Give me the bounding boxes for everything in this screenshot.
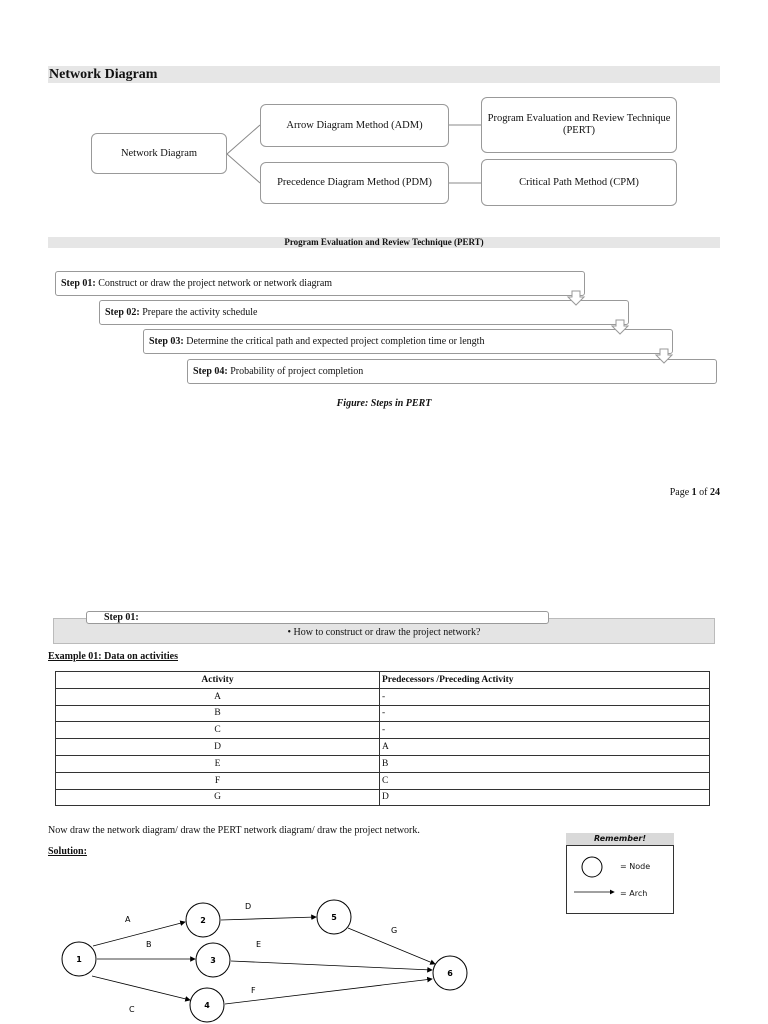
- node-label: 4: [204, 1001, 210, 1010]
- step-03: Step 03: Determine the critical path and…: [143, 329, 673, 354]
- step-01-label: Step 01:: [61, 278, 96, 289]
- edge-f: [224, 976, 433, 1005]
- pert-section-title: Program Evaluation and Review Technique …: [48, 237, 720, 248]
- step-04: Step 04: Probability of project completi…: [187, 359, 717, 384]
- activity-cell: A: [55, 687, 380, 706]
- step-01-text: Construct or draw the project network or…: [95, 278, 333, 289]
- node-6: [432, 955, 468, 991]
- header-predecessors: Predecessors /Preceding Activity: [379, 671, 710, 689]
- solution-label: Solution:: [48, 846, 87, 857]
- step-03-text: Determine the critical path and expected…: [183, 336, 485, 347]
- step-down-arrows: [566, 290, 674, 364]
- example-title: Example 01: Data on activities: [48, 651, 178, 662]
- node-2: [185, 902, 221, 938]
- table-row: A-: [55, 687, 710, 706]
- legend-arch-text: = Arch: [620, 889, 648, 898]
- pert-network-diagram: A B C D E F G 1 2 3 4 5 6: [61, 899, 468, 1023]
- node-5: [316, 899, 352, 935]
- legend-node-text: = Node: [620, 862, 651, 871]
- page-sep: of: [696, 487, 710, 498]
- header-activity: Activity: [55, 671, 380, 689]
- section-heading: Network Diagram: [48, 66, 720, 83]
- step-01: Step 01: Construct or draw the project n…: [55, 271, 585, 296]
- instruction-text: Now draw the network diagram/ draw the P…: [48, 825, 420, 836]
- activity-cell: C: [55, 721, 380, 740]
- node-label: 2: [200, 916, 206, 925]
- predecessor-cell: -: [379, 721, 710, 740]
- activity-cell: B: [55, 704, 380, 723]
- step-04-label: Step 04:: [193, 366, 228, 377]
- step-02-label: Step 02:: [105, 307, 140, 318]
- node-label: 6: [447, 969, 453, 978]
- edge-g: [347, 927, 436, 965]
- predecessor-cell: C: [379, 771, 710, 790]
- legend-symbols: [574, 856, 615, 895]
- network-diagram-box: Network Diagram: [91, 133, 227, 174]
- edge-label: G: [391, 926, 397, 935]
- edge-d: [220, 914, 317, 921]
- down-arrow-icon: [610, 319, 630, 335]
- node-legend-icon: [581, 856, 603, 878]
- node-4: [189, 987, 225, 1023]
- predecessor-cell: -: [379, 687, 710, 706]
- node-label: 3: [210, 956, 216, 965]
- table-row: B-: [55, 704, 710, 723]
- edge-label: E: [256, 940, 261, 949]
- edge-label: C: [129, 1005, 135, 1014]
- edge-label: B: [146, 940, 152, 949]
- down-arrow-icon: [566, 290, 586, 306]
- page-total: 24: [710, 487, 720, 498]
- predecessor-cell: D: [379, 788, 710, 807]
- remember-legend: [566, 845, 674, 914]
- step-04-text: Probability of project completion: [227, 366, 364, 377]
- step01-label: Step 01:: [86, 611, 549, 624]
- activity-table: Activity Predecessors /Preceding Activit…: [55, 671, 710, 807]
- edge-label: A: [125, 915, 131, 924]
- table-header-row: Activity Predecessors /Preceding Activit…: [55, 671, 710, 689]
- node-3: [195, 942, 231, 978]
- node-1: [61, 941, 97, 977]
- edge-e: [230, 960, 433, 973]
- edge-c: [91, 975, 191, 1002]
- down-arrow-icon: [654, 348, 674, 364]
- edge-label: F: [251, 986, 256, 995]
- activity-cell: G: [55, 788, 380, 807]
- page-prefix: Page: [669, 487, 692, 498]
- pdm-box: Precedence Diagram Method (PDM): [260, 162, 449, 204]
- node-label: 1: [76, 955, 82, 964]
- adm-box: Arrow Diagram Method (ADM): [260, 104, 449, 147]
- table-row: C-: [55, 721, 710, 740]
- page-current: 1: [691, 487, 697, 498]
- pert-box: Program Evaluation and Review Technique …: [481, 97, 677, 153]
- figure-caption: Figure: Steps in PERT: [336, 398, 432, 409]
- node-label: 5: [331, 913, 337, 922]
- activity-cell: D: [55, 738, 380, 756]
- activity-cell: F: [55, 771, 380, 790]
- step-02-text: Prepare the activity schedule: [139, 307, 258, 318]
- cpm-box: Critical Path Method (CPM): [481, 159, 677, 206]
- predecessor-cell: A: [379, 738, 710, 756]
- page-number: Page 1 of 24: [670, 487, 720, 498]
- activity-cell: E: [55, 754, 380, 773]
- classification-connectors: [226, 124, 481, 184]
- step-03-label: Step 03:: [149, 336, 184, 347]
- edge-label: D: [245, 902, 251, 911]
- remember-title: Remember!: [566, 833, 674, 845]
- edge-a: [92, 920, 186, 947]
- step-02: Step 02: Prepare the activity schedule: [99, 300, 629, 325]
- predecessor-cell: -: [379, 704, 710, 723]
- predecessor-cell: B: [379, 754, 710, 773]
- step01-question: • How to construct or draw the project n…: [287, 627, 481, 638]
